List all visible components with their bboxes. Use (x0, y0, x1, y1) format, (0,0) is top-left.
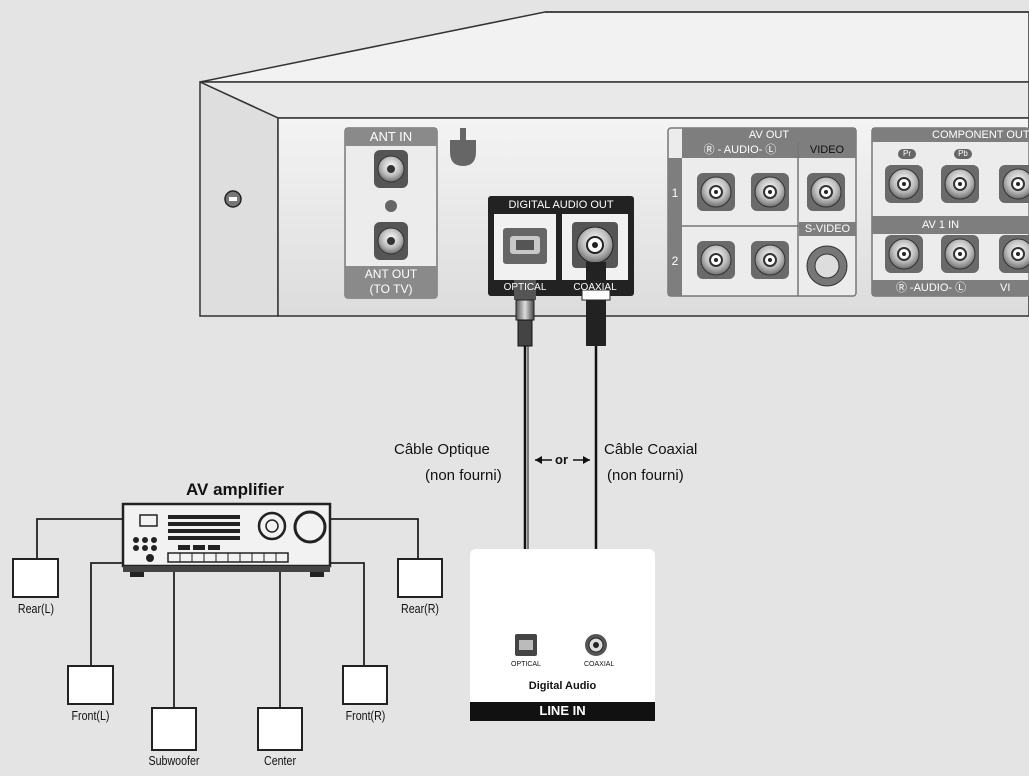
coaxial-port-icon (572, 222, 618, 268)
speaker-rear-right (397, 558, 443, 598)
amplifier-title: AV amplifier (186, 480, 284, 499)
rca-jack-icon (885, 235, 923, 273)
ant-in-label: ANT IN (369, 129, 413, 144)
speaker-front-right (342, 665, 388, 705)
front-right-label: Front(R) (345, 708, 386, 723)
subwoofer-label: Subwoofer (148, 753, 200, 768)
or-arrows (535, 456, 590, 464)
rca-jack-icon (751, 241, 789, 279)
optical-input-label: OPTICAL (511, 661, 541, 668)
optical-port-label: OPTICAL (503, 282, 547, 293)
front-left-label: Front(L) (71, 708, 110, 723)
coaxial-cable-label: Câble Coaxial (604, 441, 698, 458)
pb-label: Pb (954, 149, 972, 159)
av1-audio-label: Ⓡ -AUDIO- Ⓛ (895, 282, 967, 294)
coaxial-input-icon (585, 634, 607, 656)
ant-out-jack-icon (374, 222, 408, 260)
optical-cable-note: (non fourni) (425, 467, 502, 484)
speaker-front-left (67, 665, 114, 705)
optical-input-icon (515, 634, 537, 656)
av-amplifier (121, 502, 332, 577)
s-video-jack-icon (806, 245, 848, 287)
row-2-label: 2 (671, 254, 679, 268)
ant-link-icon (385, 200, 397, 212)
optical-port-icon (503, 228, 547, 264)
volume-knob-icon (257, 511, 287, 541)
or-label: or (555, 452, 568, 467)
av1-in-label: AV 1 IN (922, 219, 960, 231)
rca-jacks (697, 165, 1029, 287)
ground-icon (450, 140, 476, 166)
component-out-label: COMPONENT OUT (932, 129, 1029, 141)
coaxial-input-label: COAXIAL (584, 661, 615, 668)
rca-jack-icon (999, 235, 1029, 273)
tuning-knob-icon (293, 510, 327, 544)
line-in-label: LINE IN (539, 703, 586, 718)
rear-right-label: Rear(R) (401, 601, 439, 616)
rca-jack-icon (885, 165, 923, 203)
line-in-panel (470, 549, 655, 721)
ant-in-jack-icon (374, 150, 408, 188)
ant-out-sub-label: (TO TV) (369, 282, 413, 296)
digital-audio-label: Digital Audio (528, 680, 597, 692)
audio-lr-label: Ⓡ - AUDIO- Ⓛ (703, 144, 777, 156)
ant-out-label: ANT OUT (364, 267, 418, 281)
rca-jack-icon (697, 173, 735, 211)
speaker-center (257, 707, 303, 751)
video-label: VIDEO (809, 144, 845, 156)
speaker-wires (36, 518, 419, 708)
rear-left-label: Rear(L) (17, 601, 55, 616)
rca-jack-icon (941, 165, 979, 203)
rca-jack-icon (697, 241, 735, 279)
rca-jack-icon (807, 173, 845, 211)
digital-audio-out-label: DIGITAL AUDIO OUT (508, 199, 614, 211)
antenna-jack-block (344, 127, 438, 299)
av1-video-label: VI (1000, 282, 1011, 294)
av-out-label: AV OUT (748, 129, 790, 141)
coaxial-cable-note: (non fourni) (607, 467, 684, 484)
row-1-label: 1 (671, 186, 679, 200)
pr-label: Pr (898, 149, 916, 159)
speaker-rear-left (12, 558, 59, 598)
coaxial-port-label: COAXIAL (573, 282, 617, 293)
center-label: Center (263, 753, 297, 768)
s-video-label: S-VIDEO (804, 223, 851, 235)
rca-jack-icon (999, 165, 1029, 203)
rca-jack-icon (941, 235, 979, 273)
speaker-subwoofer (151, 707, 197, 751)
rca-jack-icon (751, 173, 789, 211)
optical-cable-label: Câble Optique (394, 441, 490, 458)
